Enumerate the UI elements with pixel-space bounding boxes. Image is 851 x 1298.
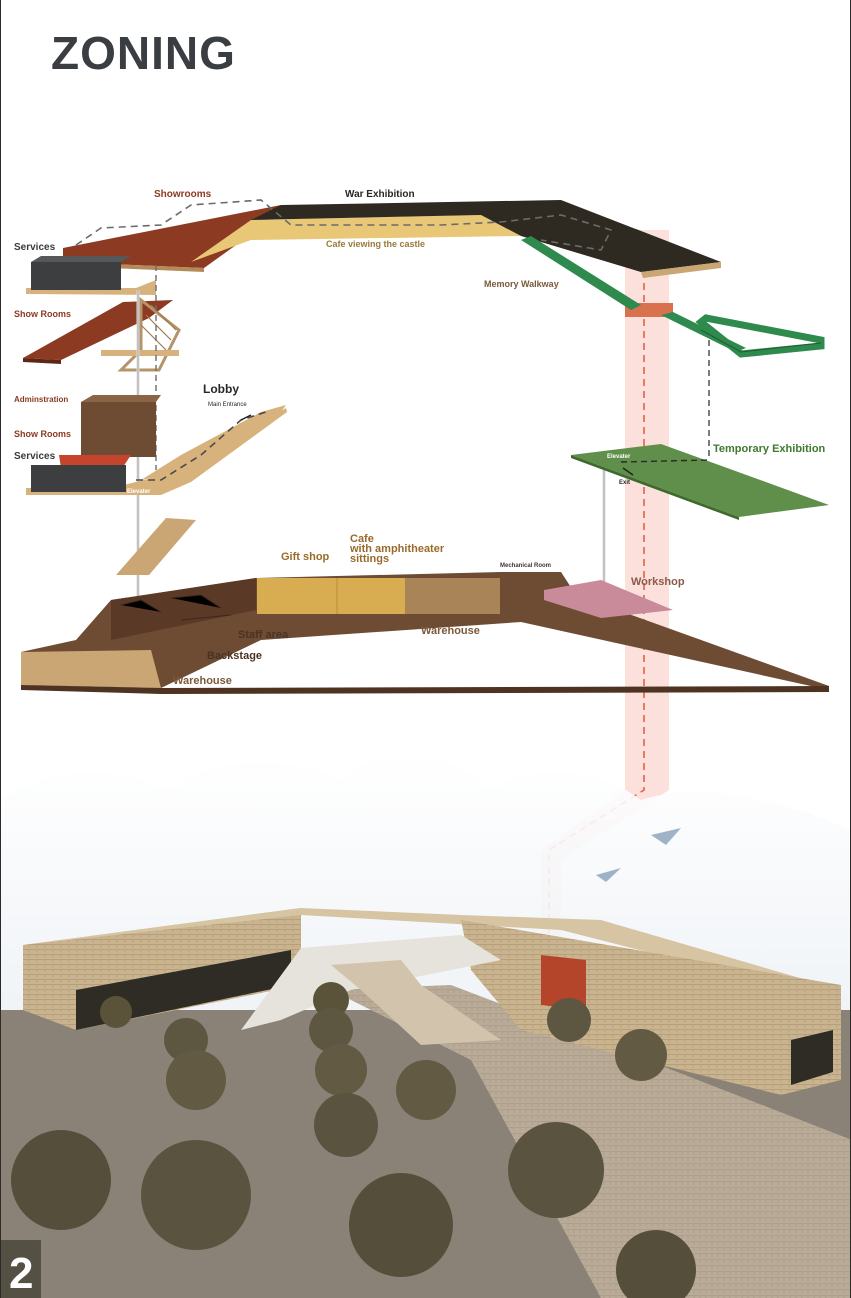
- zone-cafe-viewing: [191, 215, 521, 262]
- label-elevator-right: Elevater: [607, 454, 631, 460]
- zone-workshop: [544, 580, 673, 618]
- label-cafe-viewing: Cafe viewing the castle: [326, 239, 426, 249]
- label-workshop: Workshop: [631, 576, 685, 588]
- label-memory-walkway: Memory Walkway: [484, 279, 559, 289]
- label-warehouse-low: Warehouse: [173, 675, 232, 687]
- level-lobby: [26, 395, 287, 495]
- label-exit: Exit: [619, 480, 631, 486]
- services-block-low: [31, 465, 126, 492]
- label-gift-shop: Gift shop: [281, 551, 330, 563]
- label-show-rooms-low: Show Rooms: [14, 429, 72, 439]
- page-title: ZONING: [51, 27, 236, 79]
- services-block-top: [31, 262, 121, 290]
- zone-gift-shop-cafe: [257, 578, 405, 614]
- memory-walkway: [521, 236, 825, 358]
- zone-warehouse-mid: [405, 578, 500, 614]
- label-lobby: Lobby: [203, 382, 239, 396]
- rendered-site-view: [1, 754, 850, 1298]
- label-administration: Adminstration: [14, 395, 69, 404]
- administration-block: [81, 402, 156, 457]
- label-services-low: Services: [14, 451, 56, 462]
- label-mechanical-room: Mechanical Room: [500, 563, 552, 569]
- level-top: [26, 199, 721, 295]
- label-show-rooms-mid: Show Rooms: [14, 309, 72, 319]
- label-cafe: Cafe: [350, 533, 374, 545]
- level-showrooms: [23, 296, 181, 372]
- label-cafe-sub1: with amphitheater: [350, 543, 445, 555]
- zone-war-exhibition: [251, 200, 721, 272]
- label-cafe-sub2: sittings: [350, 553, 390, 565]
- zone-showrooms-top: [63, 205, 281, 268]
- label-war-exhibition: War Exhibition: [345, 189, 415, 200]
- label-warehouse-mid: Warehouse: [421, 625, 480, 637]
- label-showrooms-top: Showrooms: [154, 189, 212, 200]
- zone-temporary-exhibition: [571, 444, 829, 520]
- label-temporary-exhibition: Temporary Exhibition: [713, 443, 826, 455]
- page-number: 2: [9, 1249, 34, 1298]
- label-staff-area: Staff area: [238, 629, 289, 641]
- label-services-top: Services: [14, 242, 56, 253]
- level-ground: [21, 518, 829, 694]
- label-main-entrance: Main Entrance: [208, 402, 247, 408]
- label-backstage: Backstage: [207, 650, 263, 662]
- label-elevator-left: Elevater: [127, 489, 151, 495]
